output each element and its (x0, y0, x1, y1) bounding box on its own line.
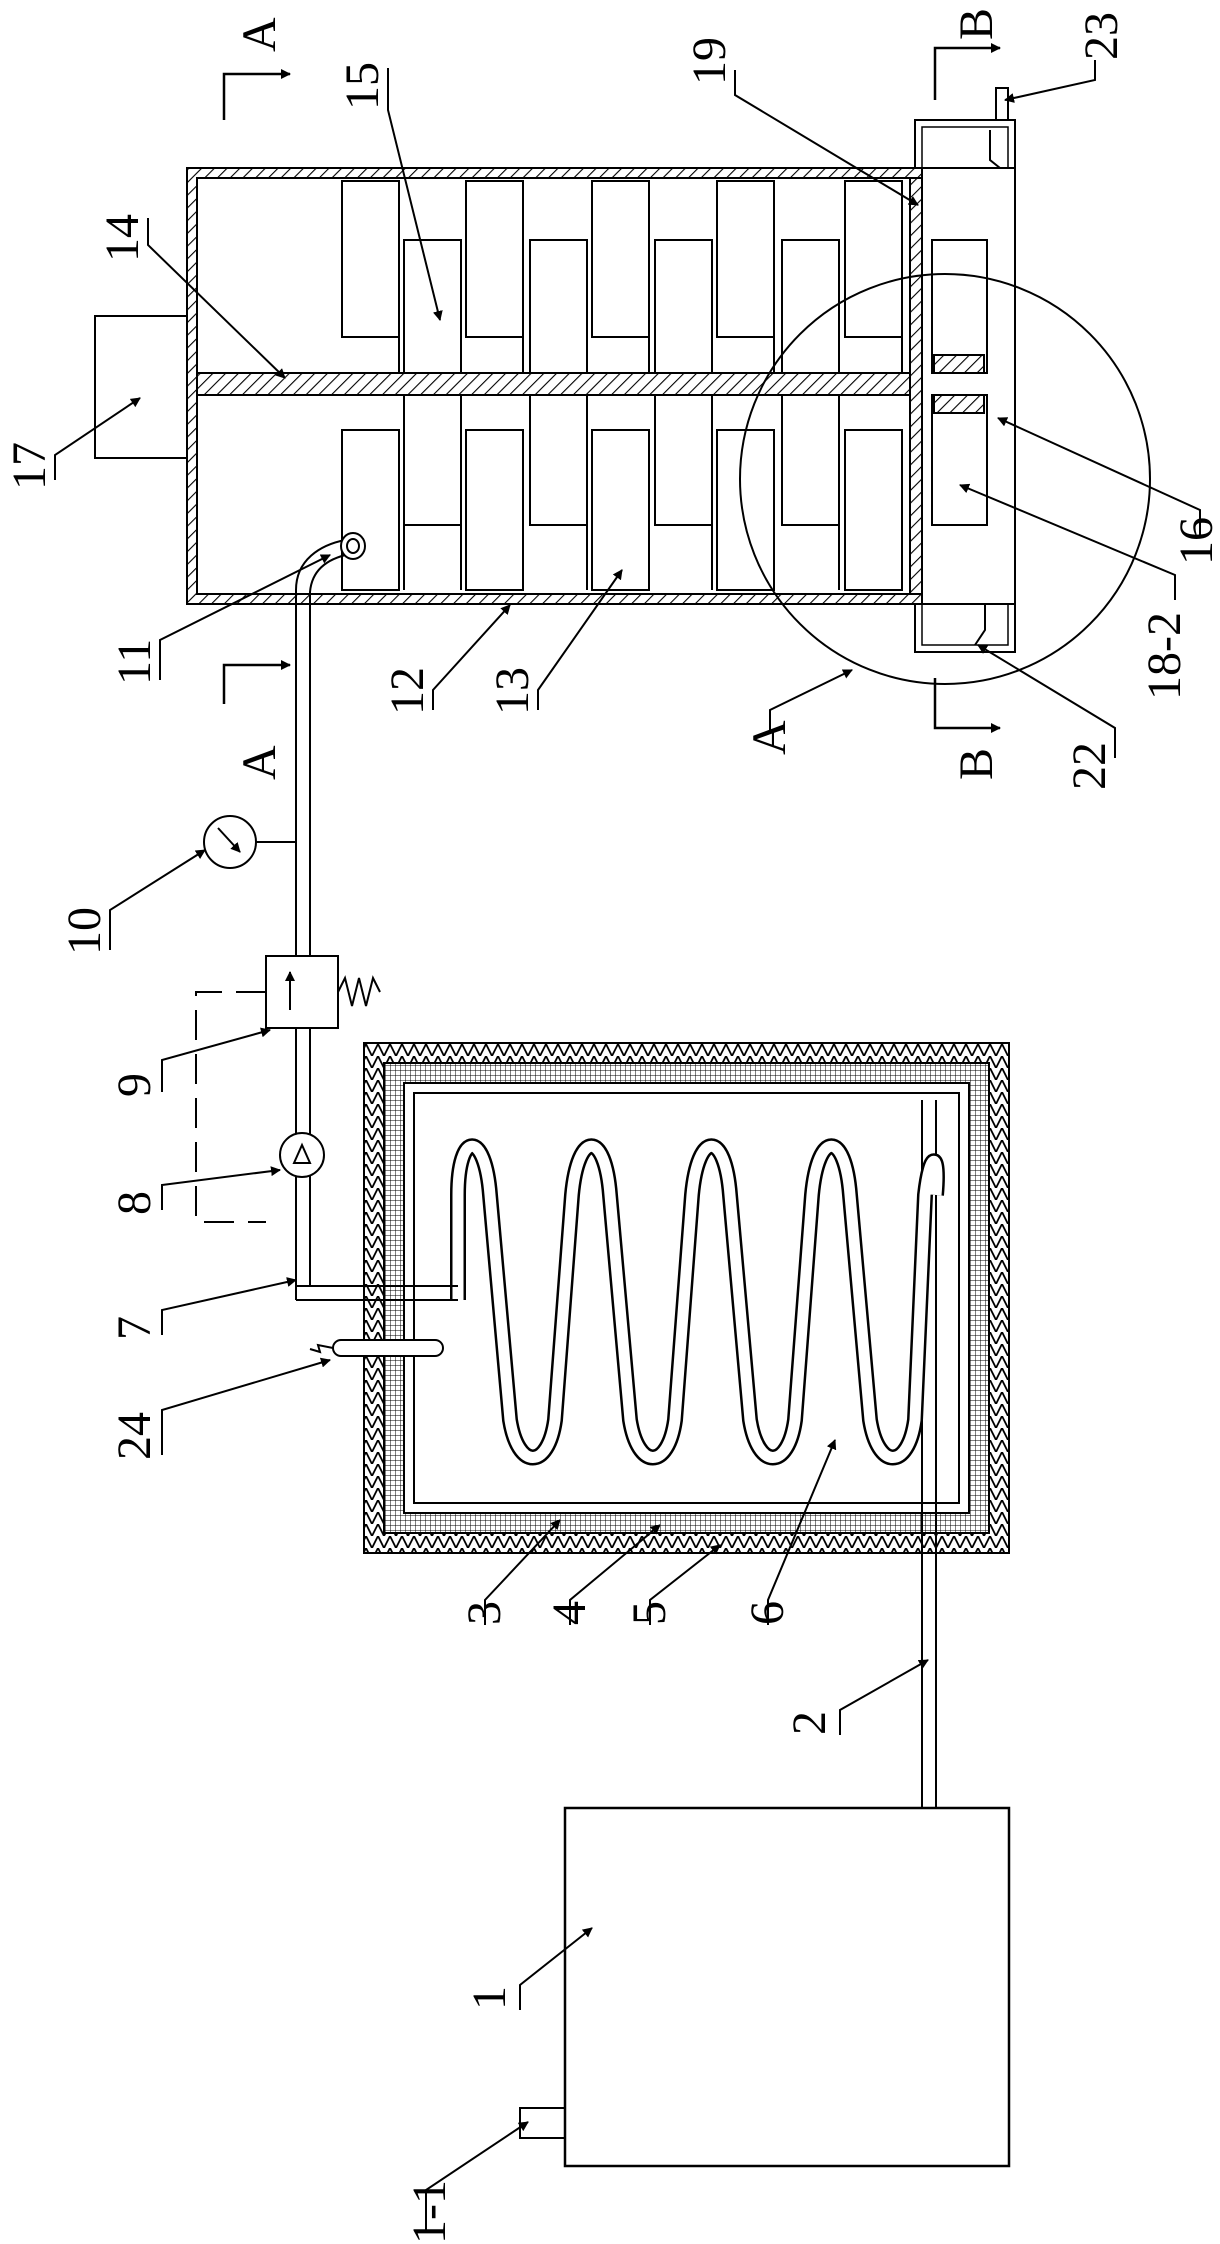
label-9: 9 (108, 1073, 161, 1097)
label-23: 23 (1075, 12, 1128, 60)
label-8: 8 (108, 1191, 161, 1215)
pipe-2 (921, 1553, 937, 1808)
relief-valve-9 (195, 955, 381, 1223)
motor-17 (94, 315, 188, 459)
discharge-chamber (914, 87, 1016, 653)
leader-lines (54, 60, 1201, 2230)
labels: 1-1 1 2 3 4 5 6 24 7 8 9 10 11 12 13 14 … (3, 8, 1220, 2244)
label-15: 15 (336, 62, 389, 110)
label-7: 7 (108, 1316, 161, 1340)
shaft-14 (196, 372, 1010, 396)
heating-coil-6 (450, 1138, 945, 1466)
label-1: 1 (463, 1986, 516, 2010)
label-4: 4 (543, 1601, 596, 1625)
label-18-2: 18-2 (1138, 612, 1191, 700)
nozzle-11 (295, 532, 366, 604)
label-5: 5 (623, 1601, 676, 1625)
pressure-gauge-10 (203, 815, 296, 869)
label-section-a-top: A (233, 17, 286, 52)
thermometer-24 (309, 1339, 444, 1357)
label-1-1: 1-1 (403, 2180, 456, 2244)
screen-19 (909, 177, 923, 595)
label-section-b-top: B (950, 8, 1003, 40)
label-19: 19 (683, 37, 736, 85)
label-section-a-bottom: A (233, 745, 286, 780)
label-16: 16 (1170, 517, 1220, 565)
label-6: 6 (741, 1601, 794, 1625)
detail-circle-a (739, 273, 1151, 685)
label-12: 12 (381, 667, 434, 715)
tank-1 (563, 1806, 1011, 2168)
label-17: 17 (3, 442, 56, 490)
label-10: 10 (58, 907, 111, 955)
pump-8 (279, 1132, 325, 1178)
label-13: 13 (486, 667, 539, 715)
label-2: 2 (783, 1711, 836, 1735)
label-3: 3 (458, 1601, 511, 1625)
label-24: 24 (108, 1412, 161, 1460)
label-detail-a: A (743, 720, 796, 755)
label-11: 11 (108, 639, 161, 685)
label-14: 14 (96, 214, 149, 262)
label-22: 22 (1063, 742, 1116, 790)
label-section-b-bottom: B (950, 748, 1003, 780)
